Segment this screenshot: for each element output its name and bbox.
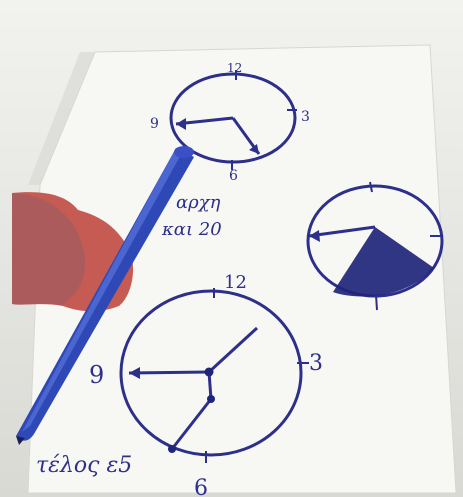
caption-bottom: τέλος ε5 (36, 453, 132, 478)
bottom-clock-face (119, 289, 303, 457)
bottom-clock-hand-left (128, 370, 210, 375)
right-tick-6 (375, 294, 378, 311)
top-clock-drawing: 12 3 9 6 (150, 61, 310, 184)
bottom-clock-arrowhead-left (129, 367, 140, 379)
right-clock-shaded-sector (333, 227, 434, 297)
right-clock-face (306, 184, 444, 298)
caption-top-line2: και 20 (161, 219, 222, 240)
top-clock-6: 6 (229, 168, 238, 184)
right-clock-arrowhead (309, 230, 320, 242)
bottom-clock-3: 3 (309, 351, 323, 376)
bottom-clock-center-dot (204, 367, 214, 377)
marker-pen (16, 146, 194, 445)
right-tick-12 (369, 181, 373, 193)
right-clock-hand-left (308, 225, 376, 238)
top-clock-3: 3 (301, 109, 310, 125)
bottom-clock-joint-dot (207, 395, 215, 403)
marker-cap (174, 146, 194, 158)
bottom-clock-9: 9 (89, 361, 104, 389)
bottom-clock-hand-upright (207, 326, 259, 374)
glove-shading (12, 193, 86, 305)
top-clock-arrowhead-left (176, 118, 186, 130)
top-clock-12: 12 (227, 61, 242, 75)
marker-tip (16, 436, 25, 445)
bottom-clock-hand-lower (170, 398, 213, 450)
top-clock-arrowhead (249, 144, 259, 154)
bottom-clock-hand-down (207, 371, 213, 400)
right-clock-drawing (306, 181, 444, 311)
caption-top-line1: αρχη (176, 192, 221, 213)
bottom-clock-12: 12 (224, 272, 247, 293)
bottom-clock-end-dot (168, 445, 176, 453)
top-clock-9: 9 (150, 116, 159, 132)
marker-highlight (22, 148, 183, 432)
bottom-clock-drawing: 12 3 9 6 (89, 272, 323, 497)
bottom-clock-6: 6 (194, 476, 208, 497)
paper-shadow (28, 52, 95, 185)
